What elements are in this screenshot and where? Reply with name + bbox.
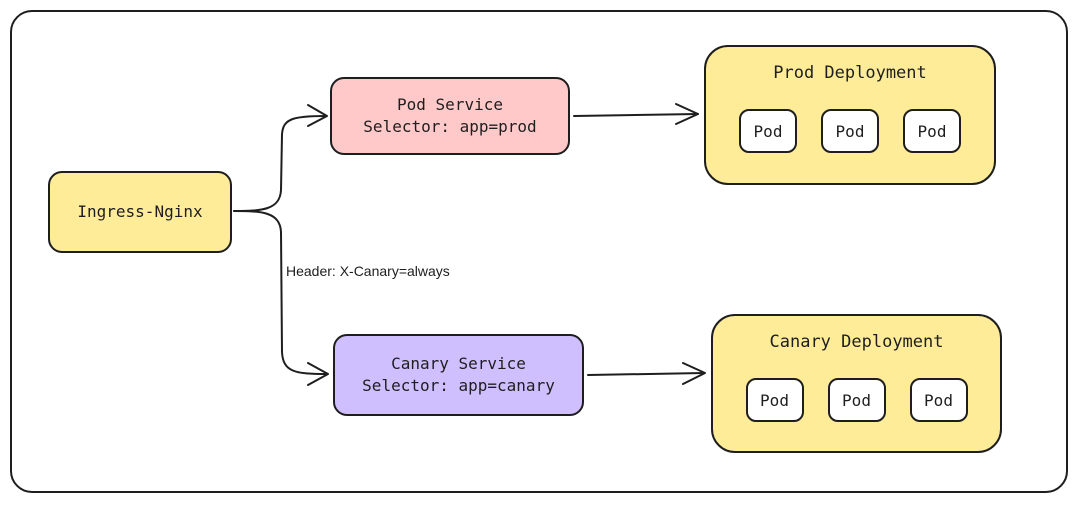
prod-service-node[interactable]: Pod Service Selector: app=prod [330, 77, 570, 155]
arrowhead-prod-deployment [675, 103, 699, 125]
canary-pod[interactable]: Pod [745, 378, 804, 422]
prod-pod[interactable]: Pod [903, 109, 961, 153]
ingress-nginx-label: Ingress-Nginx [77, 202, 203, 221]
canary-service-selector: Selector: app=canary [362, 376, 555, 395]
canary-header-condition-label: Header: X-Canary=always [286, 263, 450, 279]
arrowhead-canary-deployment [682, 362, 706, 385]
canary-pod[interactable]: Pod [909, 378, 968, 422]
prod-deployment-group[interactable]: Prod Deployment Pod Pod Pod [704, 45, 996, 185]
canary-deployment-group[interactable]: Canary Deployment Pod Pod Pod [711, 314, 1002, 453]
canary-deployment-title: Canary Deployment [769, 332, 944, 352]
edge-ingress-to-prod-service [233, 115, 327, 212]
ingress-nginx-node[interactable]: Ingress-Nginx [48, 171, 232, 253]
edge-ingress-to-canary-service [233, 210, 328, 375]
arrowhead-canary-service [307, 362, 329, 386]
prod-pod[interactable]: Pod [821, 109, 879, 153]
canary-service-title: Canary Service [391, 354, 526, 373]
prod-pod[interactable]: Pod [739, 109, 797, 153]
canary-pod[interactable]: Pod [827, 378, 886, 422]
prod-service-title: Pod Service [397, 95, 503, 114]
prod-service-selector: Selector: app=prod [363, 117, 537, 136]
canary-service-node[interactable]: Canary Service Selector: app=canary [333, 334, 584, 416]
prod-deployment-title: Prod Deployment [773, 63, 927, 83]
canary-pod-list: Pod Pod Pod [713, 378, 1000, 422]
arrowhead-prod-service [307, 104, 328, 127]
prod-pod-list: Pod Pod Pod [706, 109, 994, 153]
edge-canary-service-to-deployment [587, 372, 705, 376]
edge-prod-service-to-deployment [573, 113, 699, 117]
